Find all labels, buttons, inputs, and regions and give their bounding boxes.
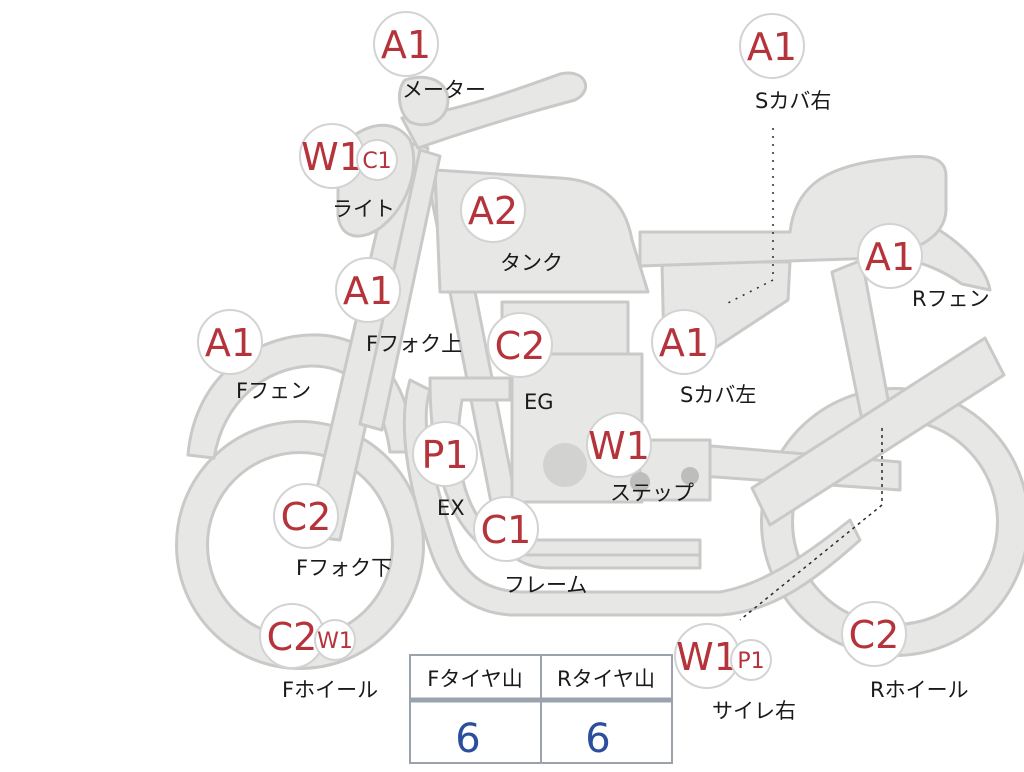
badge-light: W1 C1 ライト — [299, 123, 398, 221]
badge-circle — [586, 412, 652, 478]
badge-circle — [857, 223, 923, 289]
badge-f-fork-upper: A1 Fフォク上 — [335, 257, 462, 356]
grade-text: C2 — [495, 324, 546, 368]
part-label: Fフォク上 — [366, 332, 462, 356]
grade-text-small: P1 — [737, 649, 764, 674]
grade-text: A1 — [381, 23, 431, 67]
grade-text: W1 — [301, 135, 363, 179]
meter-shape — [397, 75, 450, 127]
badge-circle — [273, 483, 339, 549]
part-label: フレーム — [504, 573, 587, 597]
badge-exhaust: P1 EX — [412, 421, 478, 520]
rear-tire-value: 6 — [585, 716, 610, 762]
badge-circle — [460, 177, 526, 243]
badge-muffler-right: W1 P1 サイレ右 — [674, 623, 796, 723]
badge-f-fender: A1 Fフェン — [197, 309, 311, 403]
badge-meter: A1 メーター — [373, 11, 486, 102]
part-label: ステップ — [610, 481, 694, 505]
badge-circle — [412, 421, 478, 487]
leader-lines — [725, 128, 883, 621]
badge-f-fork-lower: C2 Fフォク下 — [273, 483, 392, 580]
grade-text-small: C1 — [362, 149, 391, 174]
grade-text: C2 — [267, 615, 318, 659]
grade-text: A1 — [343, 269, 393, 313]
badge-frame: C1 フレーム — [473, 496, 587, 597]
step-peg-left — [630, 472, 650, 492]
leader-line-muffler-right — [739, 428, 883, 621]
leader-line-s-cover-right — [725, 128, 774, 305]
rear-tire-header: Rタイヤ山 — [557, 667, 655, 691]
badge-s-cover-left: A1 Sカバ左 — [651, 309, 756, 407]
grade-text: A1 — [659, 321, 709, 365]
badge-r-wheel: C2 Rホイール — [841, 601, 969, 702]
grade-text: C1 — [481, 508, 532, 552]
badge-f-wheel: C2 W1 Fホイール — [259, 603, 378, 702]
part-label: EX — [437, 496, 465, 520]
grade-text: W1 — [676, 635, 738, 679]
badge-circle — [739, 13, 805, 79]
badge-circle — [651, 309, 717, 375]
badge-circle — [197, 309, 263, 375]
front-tire-header: Fタイヤ山 — [427, 667, 522, 691]
badge-circle — [841, 601, 907, 667]
badge-circle — [335, 257, 401, 323]
front-tire-value: 6 — [455, 716, 480, 762]
badge-circle-small — [314, 619, 356, 661]
grade-text: P1 — [421, 433, 468, 477]
handlebar-shape — [400, 71, 588, 150]
badge-circle-small — [730, 639, 772, 681]
badge-circle-small — [356, 139, 398, 181]
grade-text: A1 — [747, 25, 797, 69]
part-label: Fフォク下 — [296, 556, 392, 580]
part-label: ライト — [332, 197, 395, 221]
grade-text: A1 — [205, 321, 255, 365]
badge-circle — [373, 11, 439, 77]
part-label: サイレ右 — [712, 699, 796, 723]
part-label: Fホイール — [282, 678, 378, 702]
grade-text: C2 — [281, 495, 332, 539]
part-label: Rホイール — [870, 678, 969, 702]
grade-text: C2 — [849, 613, 900, 657]
badge-tank: A2 タンク — [460, 177, 563, 275]
muffler-shape — [750, 336, 1006, 527]
badge-s-cover-right: A1 Sカバ右 — [739, 13, 831, 113]
part-label: Sカバ左 — [680, 383, 756, 407]
grade-text-small: W1 — [317, 629, 353, 654]
grade-text: A1 — [865, 235, 915, 279]
badge-circle — [473, 496, 539, 562]
badge-circle — [487, 312, 553, 378]
part-label: タンク — [500, 251, 563, 275]
badge-engine: C2 EG — [487, 312, 554, 414]
part-label: Rフェン — [912, 287, 990, 311]
step-peg-right — [681, 467, 699, 485]
frame-loop-shape — [402, 378, 862, 617]
part-label: メーター — [402, 78, 486, 102]
part-label: Sカバ右 — [755, 89, 831, 113]
grade-text: W1 — [588, 424, 650, 468]
part-label: Fフェン — [236, 379, 311, 403]
badge-step: W1 ステップ — [586, 412, 694, 505]
badge-r-fender: A1 Rフェン — [857, 223, 990, 311]
grade-text: A2 — [468, 189, 518, 233]
part-label: EG — [524, 390, 554, 414]
engine-cover-circle — [543, 443, 587, 487]
tire-tread-table: Fタイヤ山 Rタイヤ山 6 6 — [409, 654, 673, 764]
